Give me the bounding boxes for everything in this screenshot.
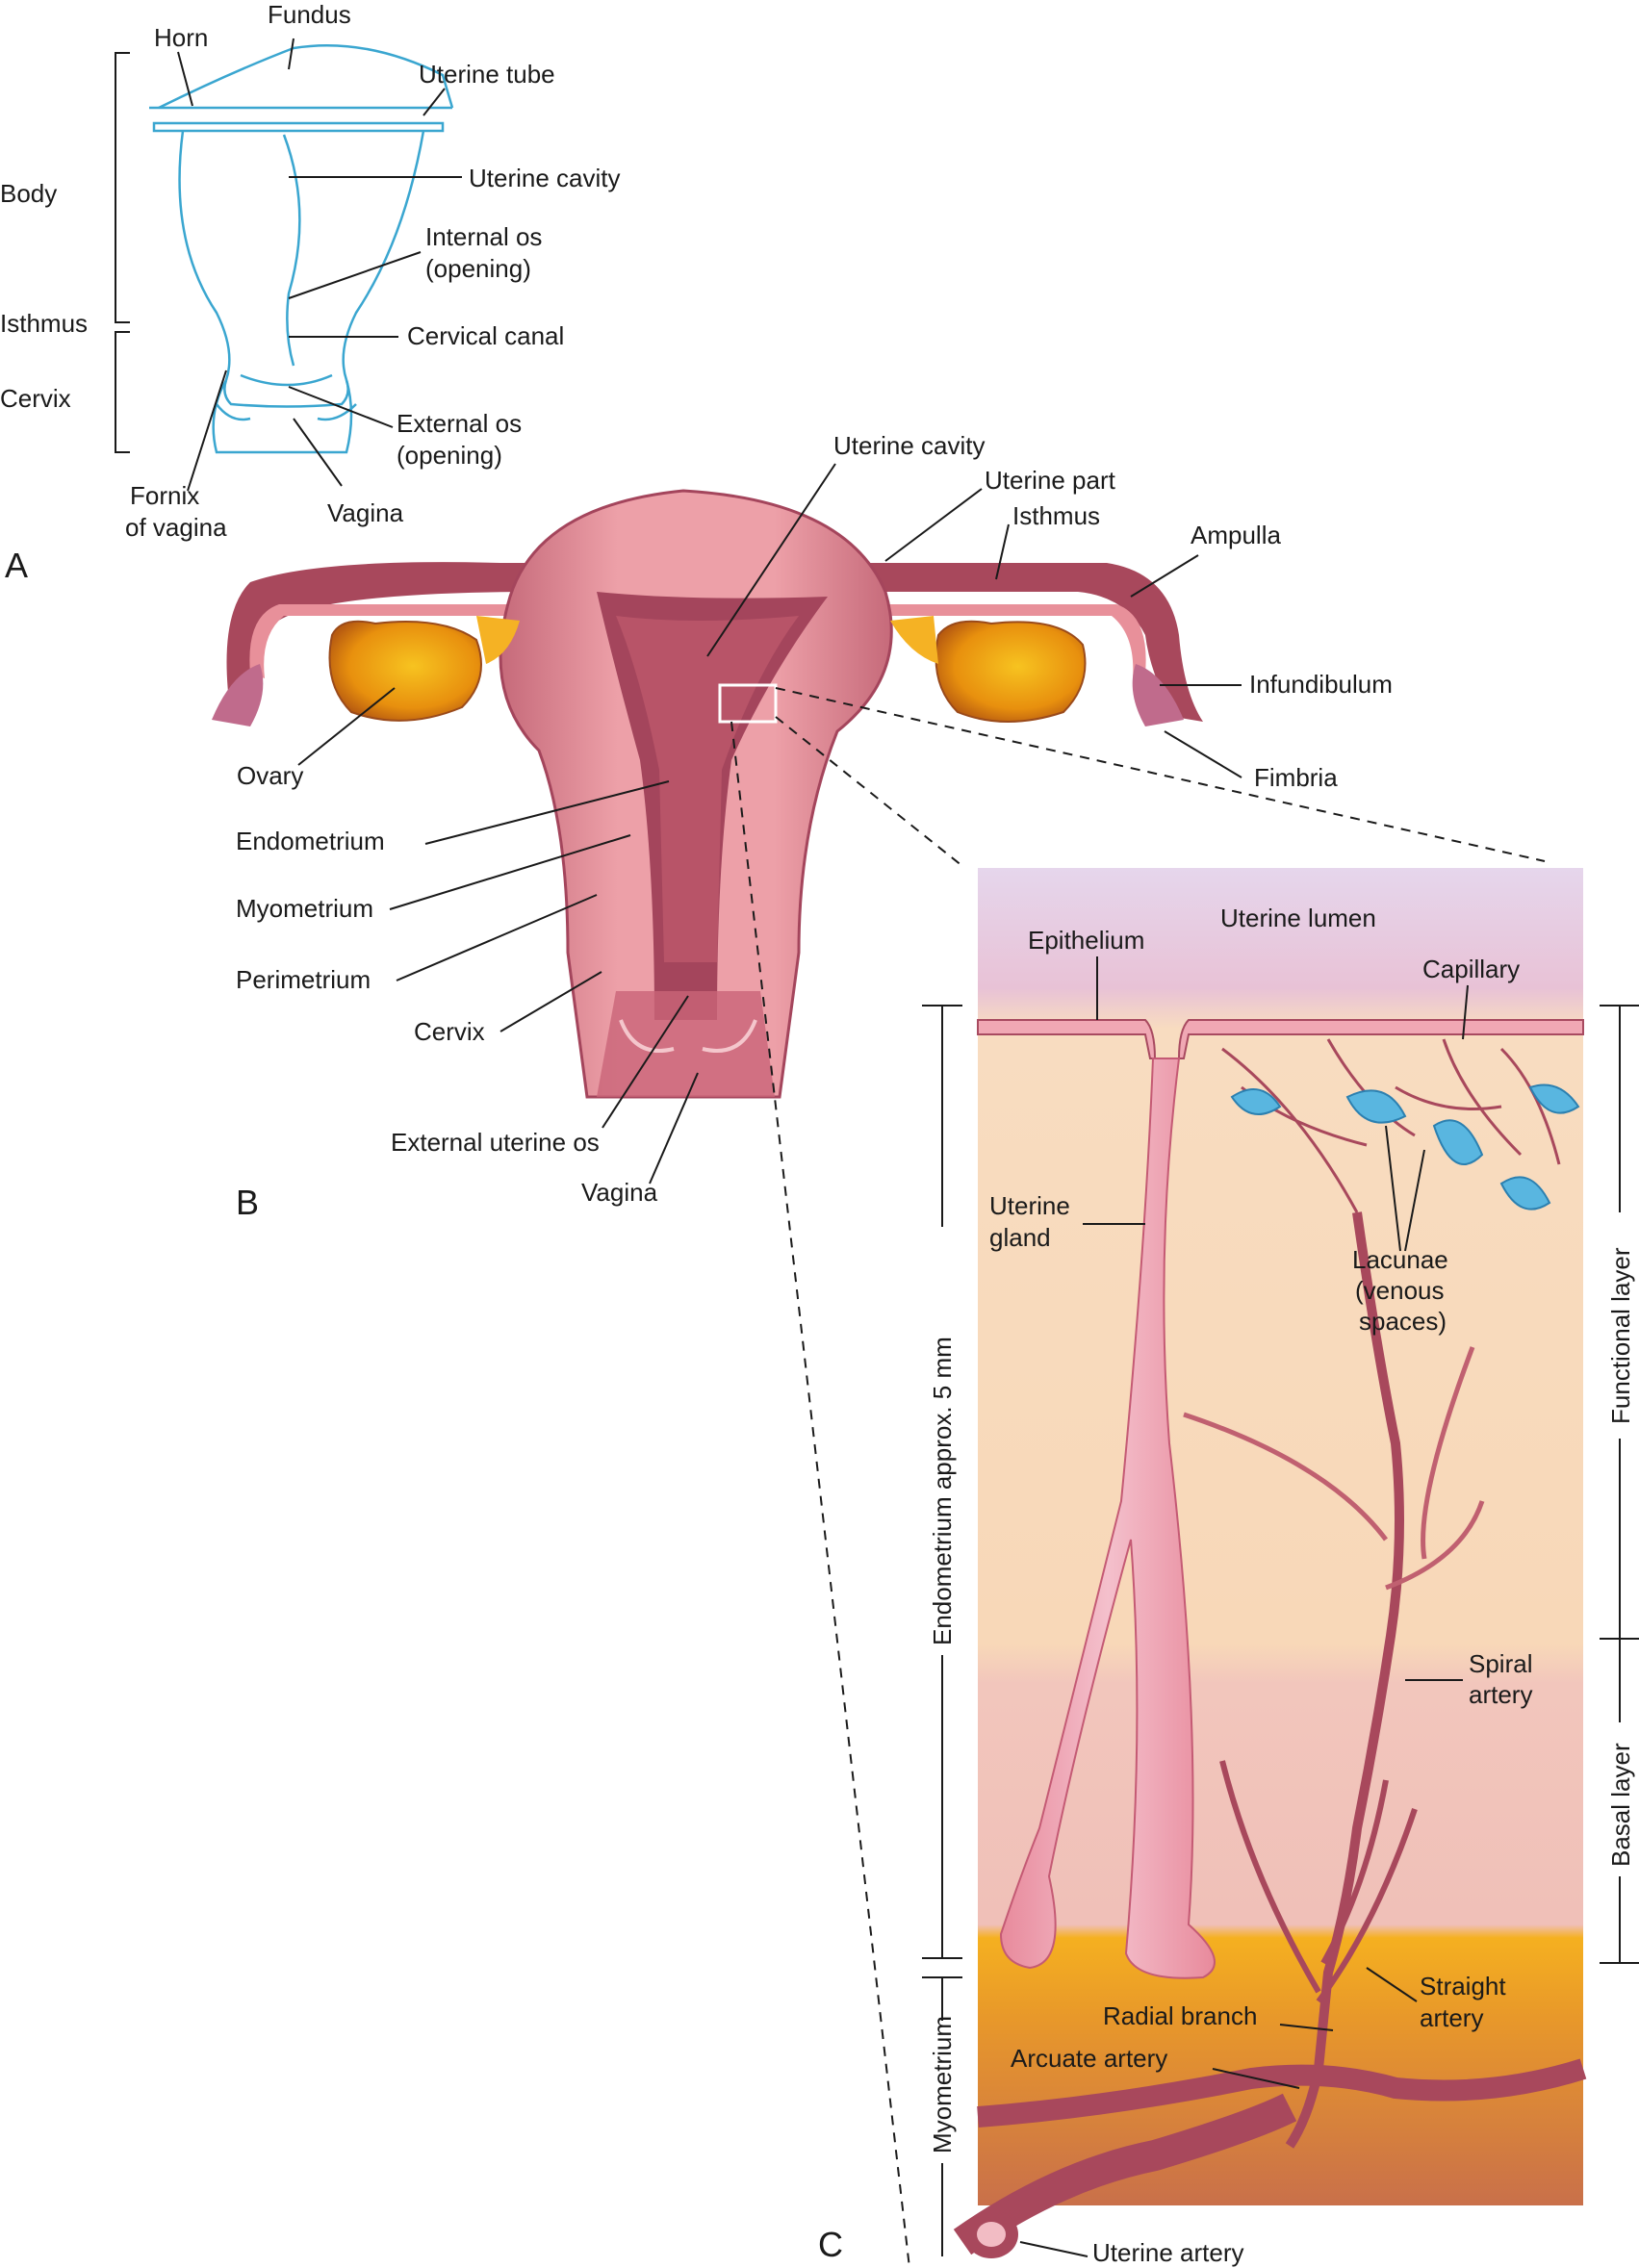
panel-a-letter: A [5,546,28,585]
label-uterine-part: Uterine part [985,466,1116,495]
label-capillary: Capillary [1422,955,1520,983]
label-horn: Horn [154,23,208,52]
label-ovary: Ovary [237,761,303,790]
label-spiral-artery-2: artery [1469,1680,1532,1709]
label-internal-os-opening: (opening) [425,254,531,283]
label-infundibulum: Infundibulum [1249,670,1393,699]
label-straight-artery-2: artery [1420,2003,1483,2032]
label-external-uterine-os: External uterine os [391,1128,600,1157]
panel-c-endometrium-section [953,868,1587,2258]
label-myometrium-b: Myometrium [236,894,373,923]
label-external-os: External os [397,409,522,438]
label-isthmus-b: Isthmus [1012,501,1100,530]
label-cervical-canal: Cervical canal [407,321,564,350]
panel-c-leaders-and-scales [922,956,1639,2257]
label-fornix-of-vagina: of vagina [125,513,227,542]
panel-b-uterus [212,489,1203,1099]
label-lacunae-2: (venous [1355,1276,1445,1305]
label-endometrium: Endometrium [236,827,385,855]
label-ampulla: Ampulla [1191,521,1281,549]
panel-a-labels: Fundus Horn Uterine tube Body Uterine ca… [0,0,621,585]
label-fundus: Fundus [268,0,351,29]
label-fimbria: Fimbria [1254,763,1338,792]
label-body: Body [0,179,57,208]
label-fornix: Fornix [130,481,199,510]
label-vagina-a: Vagina [327,498,404,527]
panel-b-letter: B [236,1183,259,1222]
label-myometrium-c: Myometrium [928,2016,957,2153]
label-arcuate-artery: Arcuate artery [1011,2044,1167,2073]
panel-b-leaders [297,463,1242,1185]
label-vagina-b: Vagina [581,1178,658,1207]
label-uterine-cavity-a: Uterine cavity [469,164,621,192]
label-spiral-artery: Spiral [1469,1649,1532,1678]
label-external-os-opening: (opening) [397,441,502,470]
label-cervix-b: Cervix [414,1017,485,1046]
label-uterine-tube: Uterine tube [419,60,555,89]
label-radial-branch: Radial branch [1103,2001,1257,2030]
label-functional-layer: Functional layer [1606,1247,1635,1424]
label-straight-artery: Straight [1420,1972,1506,2000]
label-isthmus-a: Isthmus [0,309,88,338]
label-uterine-gland-2: gland [989,1223,1051,1252]
zoom-connector-lines [730,687,1546,2268]
label-epithelium: Epithelium [1028,926,1144,955]
label-uterine-cavity-b: Uterine cavity [833,431,986,460]
label-uterine-lumen: Uterine lumen [1220,904,1376,932]
label-basal-layer: Basal layer [1606,1743,1635,1867]
label-lacunae-3: spaces) [1359,1307,1447,1336]
panel-a-outline-uterus [149,43,454,454]
zoom-box [718,683,778,724]
label-internal-os: Internal os [425,222,542,251]
panel-a-leaders-and-brackets [115,38,462,492]
label-perimetrium: Perimetrium [236,965,371,994]
panel-b-labels: Uterine cavity Uterine part Isthmus Ampu… [236,431,1393,1222]
label-endometrium-thickness: Endometrium approx. 5 mm [928,1337,957,1645]
label-uterine-gland: Uterine [989,1191,1070,1220]
label-cervix-a: Cervix [0,384,71,413]
panel-c-letter: C [818,2225,843,2264]
label-uterine-artery: Uterine artery [1092,2238,1244,2267]
